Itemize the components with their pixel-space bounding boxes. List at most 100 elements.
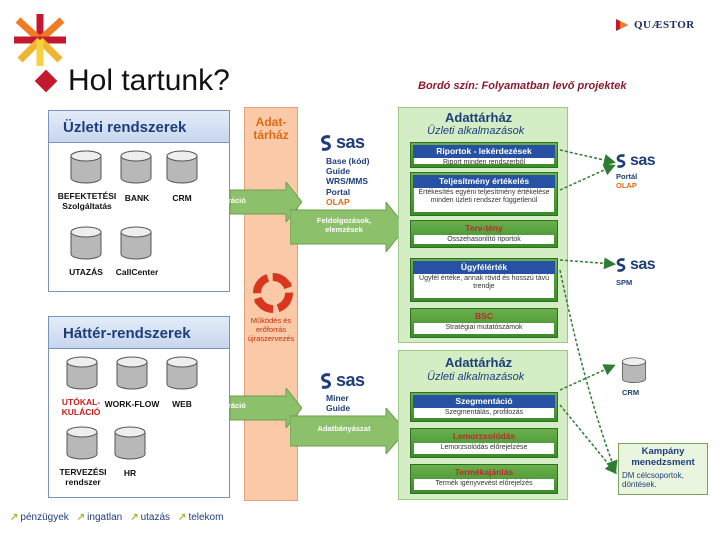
sas-bottom-line: Miner xyxy=(326,393,349,403)
db-label-workflow: WORK-FLOW xyxy=(104,399,160,409)
page-title-text: Hol tartunk? xyxy=(68,64,230,97)
connector-arrows xyxy=(559,149,618,475)
sas-top-line: Portal xyxy=(326,186,351,197)
sas-top-list: Base (kód) Guide WRS/MMS Portal OLAP xyxy=(326,156,369,207)
footer-item: ↗ingatlan xyxy=(76,512,123,523)
processing-arrow xyxy=(290,202,406,252)
arrow-icon: ↗ xyxy=(178,512,187,523)
processing-label: Feldolgozások, elemzések xyxy=(316,216,372,234)
app-box-churn: Lemorzsolódás Lemorzsolódás előrejelzése xyxy=(410,428,558,458)
database-icon xyxy=(166,150,198,184)
mining-label: Adatbányászat xyxy=(317,424,371,433)
background-systems-panel: Háttér-rendszerek xyxy=(48,316,230,498)
app-box-title: Riportok - lekérdezések xyxy=(413,145,555,158)
db-label-invest: BEFEKTETÉSI Szolgáltatás xyxy=(57,191,117,211)
page-title: Hol tartunk? xyxy=(34,64,230,98)
dwh-column-title: Adat-tárház xyxy=(253,115,289,143)
database-icon xyxy=(120,150,152,184)
app-box-recommendation: Termékajánlás Termék igényvevést előreje… xyxy=(410,464,558,494)
sas-swirl-icon xyxy=(616,258,626,272)
app-box-body: Értékesítés egyéni teljesítmény értékelé… xyxy=(414,188,554,212)
app-box-title: Szegmentáció xyxy=(413,395,555,408)
footer-item: ↗telekom xyxy=(178,512,224,523)
footer-item: ↗utazás xyxy=(130,512,171,523)
app-box-bsc: BSC Stratégiai mutatószámok xyxy=(410,308,558,338)
database-icon xyxy=(70,226,102,260)
dwh-top-title: Adattárház xyxy=(445,110,513,125)
sas-top-line-olap: OLAP xyxy=(326,196,350,207)
sas-swirl-icon xyxy=(616,154,626,168)
app-box-body: Lemorzsolódás előrejelzése xyxy=(414,443,554,454)
database-icon xyxy=(116,356,148,390)
app-box-segmentation: Szegmentáció Szegmentálás, profilozás xyxy=(410,392,558,422)
sas-swirl-icon xyxy=(321,134,331,151)
app-box-title: Ügyfélérték xyxy=(413,261,555,274)
app-box-reports: Riportok - lekérdezések Riport minden re… xyxy=(410,142,558,168)
arrow-icon: ↗ xyxy=(130,512,139,523)
sas-bottom-line: Guide xyxy=(326,403,351,414)
db-label-crm: CRM xyxy=(172,193,192,203)
cycle-icon xyxy=(253,273,293,313)
integration-top-label: Integráció xyxy=(210,196,246,205)
app-box-title: Teljesítmény értékelés xyxy=(413,175,555,188)
sas-logo-spm: sas xyxy=(614,256,656,274)
campaign-title: Kampány menedzsment xyxy=(631,446,695,468)
sas-logo-bottom: sas xyxy=(318,370,365,391)
app-box-title: Terv-tény xyxy=(465,223,503,233)
title-diamond-icon xyxy=(34,69,58,93)
db-label-postcalc: UTÓKAL-KULÁCIÓ xyxy=(61,397,101,417)
app-box-customer-value: Ügyfélérték Ügyfél értéke, annak rövid é… xyxy=(410,258,558,302)
portal-label: Portál xyxy=(616,172,638,181)
database-icon xyxy=(70,150,102,184)
db-label-hr: HR xyxy=(123,468,137,478)
dwh-bottom-title: Adattárház xyxy=(445,355,513,370)
sas-top-line: Guide xyxy=(326,166,351,177)
brand-logo: QUÆSTOR xyxy=(614,12,714,38)
database-icon xyxy=(66,426,98,460)
db-label-planning: TERVEZÉSI rendszer xyxy=(59,467,107,487)
olap-label: OLAP xyxy=(616,181,637,190)
app-box-title: Termékajánlás xyxy=(454,467,514,477)
db-label-web: WEB xyxy=(172,399,192,409)
app-box-title: Lemorzsolódás xyxy=(452,431,516,441)
integration-bottom-label: Integráció xyxy=(210,401,246,410)
campaign-box: Kampány menedzsment DM célcsoportok, dön… xyxy=(618,443,708,495)
sas-logo-top: sas xyxy=(318,132,365,153)
sas-portal-label: Portál OLAP xyxy=(616,172,637,190)
app-box-title: BSC xyxy=(475,311,493,321)
background-systems-title: Háttér-rendszerek xyxy=(63,325,191,342)
app-box-body: Riport minden rendszerből xyxy=(414,158,554,166)
dwh-top-subtitle: Üzleti alkalmazások xyxy=(427,125,525,137)
sas-swirl-icon xyxy=(321,372,331,389)
database-icon xyxy=(166,356,198,390)
brand-name: QUÆSTOR xyxy=(634,19,695,31)
page-subtitle: Bordó szín: Folyamatban levő projektek xyxy=(418,80,627,92)
brand-mark-icon xyxy=(616,19,628,31)
logo-star-icon xyxy=(14,14,66,66)
footer-item: ↗pénzügyek xyxy=(10,512,69,523)
app-box-body: Összehasonlító riportok xyxy=(414,235,554,244)
db-label-bank: BANK xyxy=(124,193,150,203)
db-label-travel: UTAZÁS xyxy=(69,267,103,277)
mining-arrow xyxy=(290,408,406,454)
sas-top-line: WRS/MMS xyxy=(326,176,369,187)
campaign-text: DM célcsoportok, döntések. xyxy=(622,470,684,490)
arrow-icon: ↗ xyxy=(76,512,86,523)
app-box-body: Termék igényvevést előrejelzés xyxy=(414,479,554,490)
sas-bottom-list: Miner Guide xyxy=(326,393,350,413)
database-icon xyxy=(114,426,146,460)
crm-label: CRM xyxy=(622,388,640,397)
sas-top-line: Base (kód) xyxy=(326,156,370,166)
sas-logo-portal: sas xyxy=(614,152,656,170)
app-box-body: Ügyfél értéke, annak rövid és hosszú táv… xyxy=(414,274,554,298)
dwh-bottom-subtitle: Üzleti alkalmazások xyxy=(427,371,525,383)
database-icon xyxy=(120,226,152,260)
cycle-label: Működés és erőforrás újraszervezés xyxy=(247,316,295,343)
footer-nav: ↗pénzügyek ↗ingatlan ↗utazás ↗telekom xyxy=(10,512,223,523)
app-box-body: Stratégiai mutatószámok xyxy=(414,323,554,334)
business-systems-title: Üzleti rendszerek xyxy=(63,119,187,136)
app-box-body: Szegmentálás, profilozás xyxy=(414,408,554,418)
sas-spm-label: SPM xyxy=(616,278,633,287)
app-box-performance: Teljesítmény értékelés Értékesítés egyén… xyxy=(410,172,558,216)
